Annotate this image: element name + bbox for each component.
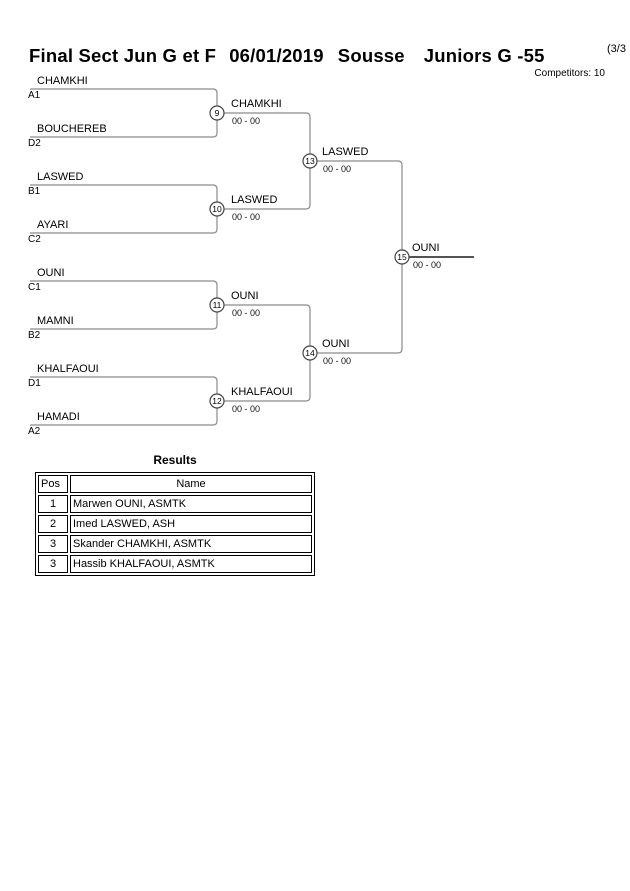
- result-name: Skander CHAMKHI, ASMTK: [70, 535, 312, 553]
- match-winner: CHAMKHI: [231, 98, 282, 110]
- player-name: HAMADI: [37, 411, 80, 423]
- match-number-10: 10: [212, 204, 222, 214]
- champion-name: OUNI: [412, 242, 440, 254]
- match-circle-15: [394, 249, 410, 265]
- match-number-13: 13: [305, 156, 315, 166]
- match-circle-10: [209, 201, 225, 217]
- player-name: OUNI: [37, 267, 65, 279]
- player-name: CHAMKHI: [37, 75, 88, 87]
- player-seed: B2: [28, 330, 41, 341]
- match-winner: OUNI: [231, 290, 259, 302]
- match-circle-9: [209, 105, 225, 121]
- match-winner: KHALFAOUI: [231, 386, 293, 398]
- player-name: BOUCHEREB: [37, 123, 107, 135]
- match-score: 00 - 00: [323, 164, 352, 174]
- results-heading: Results: [153, 453, 197, 467]
- match-numbers: 9 10 11 12 13 14 15: [212, 108, 407, 406]
- match-score: 00 - 00: [232, 212, 261, 222]
- match-number-11: 11: [213, 300, 222, 310]
- match-score: 00 - 00: [232, 308, 261, 318]
- result-name: Hassib KHALFAOUI, ASMTK: [70, 555, 312, 573]
- match-circle-11: [209, 297, 225, 313]
- player-name: MAMNI: [37, 315, 74, 327]
- result-name: Imed LASWED, ASH: [70, 515, 312, 533]
- player-name: LASWED: [37, 171, 84, 183]
- match-number-9: 9: [215, 108, 220, 118]
- match-winner: OUNI: [322, 338, 350, 350]
- match-circle-13: [302, 153, 318, 169]
- player-name: KHALFAOUI: [37, 363, 99, 375]
- title-event: Final Sect Jun G et F: [29, 45, 217, 66]
- player-seed: A2: [28, 426, 41, 437]
- page-title: Final Sect Jun G et F 06/01/2019 Sousse …: [29, 45, 545, 67]
- title-city: Sousse: [337, 45, 405, 66]
- results-row: 1 Marwen OUNI, ASMTK: [38, 495, 312, 513]
- player-seed: D1: [28, 378, 41, 389]
- player-seed: D2: [28, 138, 41, 149]
- match-score: 00 - 00: [232, 404, 261, 414]
- results-col-name: Name: [70, 475, 312, 493]
- results-table: Pos Name 1 Marwen OUNI, ASMTK 2 Imed LAS…: [35, 472, 315, 576]
- match-score: 00 - 00: [323, 356, 352, 366]
- title-category: Juniors G -55: [423, 45, 545, 66]
- match-winner: LASWED: [322, 146, 369, 158]
- result-name: Marwen OUNI, ASMTK: [70, 495, 312, 513]
- result-pos: 1: [38, 495, 68, 513]
- match-score: 00 - 00: [232, 116, 261, 126]
- match-number-12: 12: [212, 396, 222, 406]
- result-pos: 3: [38, 555, 68, 573]
- match-number-14: 14: [305, 348, 315, 358]
- match-nodes: [209, 105, 410, 409]
- match-number-15: 15: [397, 252, 407, 262]
- match-score: 00 - 00: [413, 260, 442, 270]
- competitors-count: Competitors: 10: [534, 68, 605, 79]
- player-seed: A1: [28, 90, 41, 101]
- player-seed: C1: [28, 282, 41, 293]
- results-col-pos: Pos: [38, 475, 68, 493]
- player-name: AYARI: [37, 219, 69, 231]
- result-pos: 2: [38, 515, 68, 533]
- results-row: 3 Skander CHAMKHI, ASMTK: [38, 535, 312, 553]
- match-circle-12: [209, 393, 225, 409]
- results-header-row: Pos Name: [38, 475, 312, 493]
- page-indicator: (3/3: [607, 43, 626, 55]
- player-seed: C2: [28, 234, 41, 245]
- results-row: 2 Imed LASWED, ASH: [38, 515, 312, 533]
- result-pos: 3: [38, 535, 68, 553]
- player-seed: B1: [28, 186, 41, 197]
- match-winner: LASWED: [231, 194, 278, 206]
- match-circle-14: [302, 345, 318, 361]
- connector-m13-m14-to-m15: [310, 160, 403, 354]
- title-date: 06/01/2019: [229, 45, 324, 66]
- results-row: 3 Hassib KHALFAOUI, ASMTK: [38, 555, 312, 573]
